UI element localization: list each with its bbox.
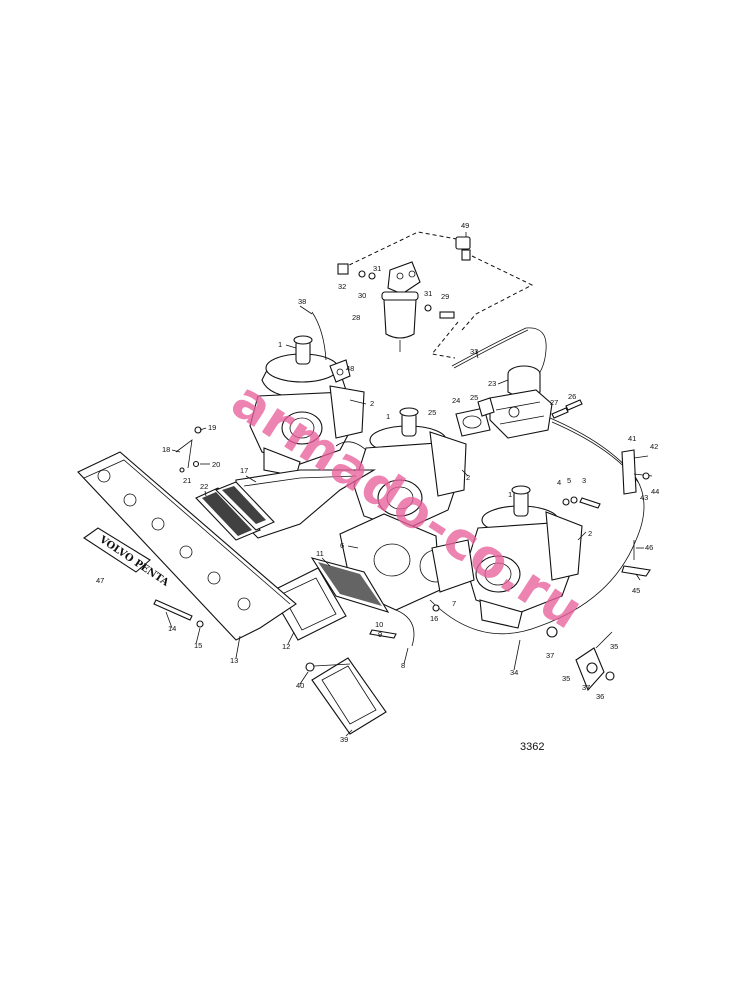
callout-5: 5 xyxy=(567,476,571,485)
callout-46: 46 xyxy=(645,543,653,552)
callout-1: 1 xyxy=(278,340,282,349)
callout-34: 34 xyxy=(510,668,518,677)
dashed-fuel-line xyxy=(342,231,534,359)
callout-39: 39 xyxy=(340,735,348,744)
callout-2: 2 xyxy=(588,529,592,538)
part-air-filter-11 xyxy=(310,557,390,613)
part-clip-45-46 xyxy=(621,540,651,577)
callout-41: 41 xyxy=(628,434,636,443)
callout-29: 29 xyxy=(441,292,449,301)
callout-31: 31 xyxy=(373,264,381,273)
callout-35: 35 xyxy=(562,674,570,683)
callout-27: 27 xyxy=(550,398,558,407)
callout-18: 18 xyxy=(162,445,170,454)
part-throttle-lever-35 xyxy=(546,626,615,692)
callout-1: 1 xyxy=(508,490,512,499)
part-cover-39 xyxy=(305,657,387,735)
part-gasket-24-25 xyxy=(455,397,495,437)
part-solenoid-49 xyxy=(455,232,471,261)
callout-38: 38 xyxy=(298,297,306,306)
part-filter-element-22 xyxy=(195,481,275,541)
callout-12: 12 xyxy=(282,642,290,651)
callout-25: 25 xyxy=(428,408,436,417)
callout-47: 47 xyxy=(96,576,104,585)
callout-10: 10 xyxy=(375,620,383,629)
part-hardware xyxy=(153,426,204,628)
callout-14: 14 xyxy=(168,624,176,633)
part-fuel-pump-23 xyxy=(489,365,553,439)
callout-7: 7 xyxy=(452,599,456,608)
callout-4: 4 xyxy=(557,478,561,487)
callout-37: 37 xyxy=(546,651,554,660)
callout-43: 43 xyxy=(640,493,648,502)
callout-37: 37 xyxy=(582,683,590,692)
callout-45: 45 xyxy=(632,586,640,595)
callout-17: 17 xyxy=(240,466,248,475)
callout-6: 6 xyxy=(340,541,344,550)
callout-9: 9 xyxy=(378,630,382,639)
callout-22: 22 xyxy=(200,482,208,491)
part-hose-8 xyxy=(369,604,440,647)
callout-16: 16 xyxy=(430,614,438,623)
part-screws-26-27 xyxy=(551,399,583,419)
leader-lines xyxy=(165,305,644,737)
callout-23: 23 xyxy=(488,379,496,388)
callout-30: 30 xyxy=(358,291,366,300)
part-gasket-12 xyxy=(269,567,347,641)
callout-35: 35 xyxy=(610,642,618,651)
callout-8: 8 xyxy=(401,661,405,670)
callout-24: 24 xyxy=(452,396,460,405)
callout-20: 20 xyxy=(212,460,220,469)
callout-40: 40 xyxy=(296,681,304,690)
callout-28: 28 xyxy=(352,313,360,322)
callout-19: 19 xyxy=(208,423,216,432)
callout-2: 2 xyxy=(466,473,470,482)
part-carburettor-right xyxy=(465,485,583,629)
callout-25: 25 xyxy=(470,393,478,402)
callout-11: 11 xyxy=(316,549,324,558)
callout-36: 36 xyxy=(596,692,604,701)
callout-31: 31 xyxy=(424,289,432,298)
part-bracket-41 xyxy=(621,449,653,495)
callout-48: 48 xyxy=(346,364,354,373)
part-carburettor-left xyxy=(249,311,365,477)
callout-26: 26 xyxy=(568,392,576,401)
part-carburettor-middle xyxy=(335,407,467,531)
part-bolts-3-5 xyxy=(562,496,601,509)
part-fuel-filter xyxy=(337,261,455,352)
figure-number: 3362 xyxy=(520,741,544,753)
callout-13: 13 xyxy=(230,656,238,665)
callout-2: 2 xyxy=(370,399,374,408)
callout-15: 15 xyxy=(194,641,202,650)
callout-21: 21 xyxy=(183,476,191,485)
callout-49: 49 xyxy=(461,221,469,230)
callout-42: 42 xyxy=(650,442,658,451)
callout-3: 3 xyxy=(582,476,586,485)
part-valve-cover-13 xyxy=(77,451,297,641)
callout-32: 32 xyxy=(338,282,346,291)
callout-labels: 49 32 31 30 31 29 28 38 1 48 2 33 23 24 … xyxy=(96,221,659,744)
part-linkage-48 xyxy=(329,359,351,383)
callout-44: 44 xyxy=(651,487,659,496)
callout-1: 1 xyxy=(386,412,390,421)
callout-33: 33 xyxy=(470,347,478,356)
